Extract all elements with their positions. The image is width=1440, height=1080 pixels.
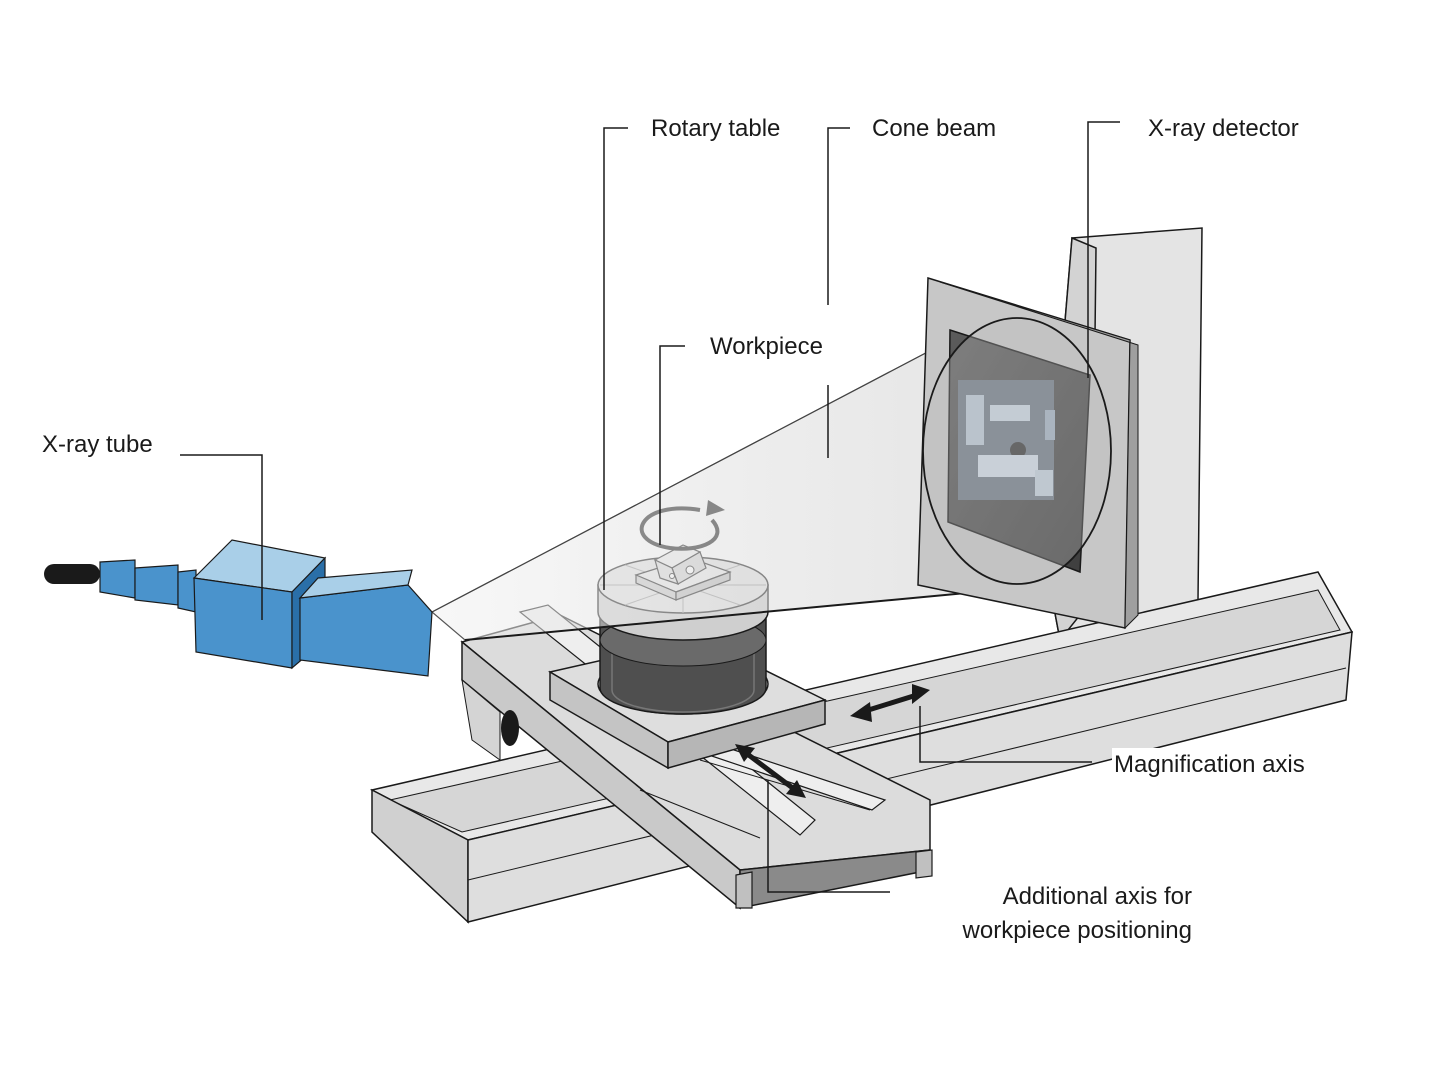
xray-detector: [917, 276, 1139, 630]
detector-image: [958, 380, 1055, 500]
label-cone-beam: Cone beam: [870, 112, 999, 146]
label-xray-tube: X-ray tube: [40, 428, 155, 462]
label-additional-axis: Additional axis for workpiece positionin…: [890, 880, 1194, 948]
leader-workpiece: [659, 345, 685, 545]
leader-rotary-table: [603, 127, 628, 590]
additional-axis-arrow-icon: [735, 744, 806, 798]
leader-magnification-axis: [919, 706, 1092, 763]
leader-xray-tube: [180, 454, 263, 620]
leader-lines: [180, 121, 1120, 893]
leader-xray-detector: [1087, 121, 1120, 378]
label-magnification-axis: Magnification axis: [1112, 748, 1307, 782]
label-rotary-table: Rotary table: [649, 112, 783, 146]
leader-cone-beam: [827, 127, 850, 305]
label-xray-detector: X-ray detector: [1146, 112, 1301, 146]
leader-additional-axis: [767, 780, 892, 893]
label-workpiece: Workpiece: [708, 330, 825, 364]
label-additional-axis-line2: workpiece positioning: [962, 917, 1192, 944]
xray-tube: [44, 539, 433, 677]
magnification-arrow-icon: [850, 684, 930, 722]
label-additional-axis-line1: Additional axis for: [1002, 883, 1192, 910]
cone-beam: [430, 334, 1021, 641]
